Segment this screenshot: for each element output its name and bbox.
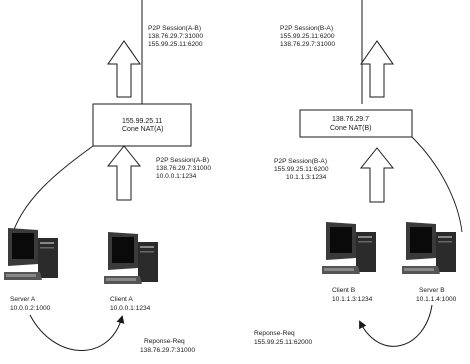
nat-b-ip: 138.76.29.7	[332, 116, 369, 123]
response-b-title: Reponse-Req	[254, 330, 295, 337]
response-a-title: Reponse-Req	[144, 338, 185, 345]
public-session-a-line2: 155.99.25.11:6200	[148, 41, 203, 48]
response-curve-b	[360, 305, 432, 346]
nat-b-type: Cone NAT(B)	[330, 125, 372, 132]
public-session-a-title: P2P Session(A-B)	[148, 25, 201, 32]
nat-a-type: Cone NAT(A)	[122, 126, 164, 133]
up-arrow-icon	[108, 146, 140, 200]
server-a-computer-icon	[4, 228, 58, 280]
server-b-addr: 10.1.1.4:1000	[416, 296, 457, 303]
private-session-a-title: P2P Session(A-B)	[156, 157, 209, 164]
connection-line-nat-b-server-b	[412, 137, 462, 232]
client-a-computer-icon	[104, 232, 158, 284]
private-session-a-line2: 10.0.0.1:1234	[156, 173, 197, 180]
nat-a-box	[93, 104, 191, 146]
server-b-name: Server B	[419, 287, 445, 294]
public-session-a-line1: 138.76.29.7:31000	[148, 33, 203, 40]
server-a-name: Server A	[10, 296, 36, 303]
client-a-name: Client A	[110, 296, 133, 303]
up-arrow-icon	[361, 41, 393, 97]
up-arrow-icon	[361, 148, 393, 202]
nat-b-box	[300, 110, 412, 137]
client-b-addr: 10.1.1.3:1234	[332, 296, 373, 303]
response-curve-a	[30, 315, 122, 351]
private-session-b-title: P2P Session(B-A)	[274, 158, 327, 165]
private-session-b-line1: 155.99.25.11:6200	[274, 166, 329, 173]
public-session-b-title: P2P Session(B-A)	[280, 25, 333, 32]
server-b-computer-icon	[402, 222, 456, 274]
response-a-addr: 138.76.29.7:31000	[140, 347, 195, 354]
public-session-b-line2: 138.76.29.7:31000	[280, 41, 335, 48]
client-b-computer-icon	[322, 222, 376, 274]
connection-line-nat-a-server-a	[10, 146, 93, 242]
public-session-b-line1: 155.99.25.11:6200	[280, 33, 335, 40]
server-a-addr: 10.0.0.2:1000	[10, 305, 51, 312]
up-arrow-icon	[108, 41, 140, 97]
response-b-addr: 155.99.25.11:62000	[254, 339, 313, 346]
nat-a-ip: 155.99.25.11	[122, 118, 162, 125]
private-session-b-line2: 10.1.1.3:1234	[286, 174, 327, 181]
client-b-name: Client B	[332, 287, 356, 294]
private-session-a-line1: 138.76.29.7:31000	[156, 165, 211, 172]
client-a-addr: 10.0.0.1:1234	[110, 305, 151, 312]
